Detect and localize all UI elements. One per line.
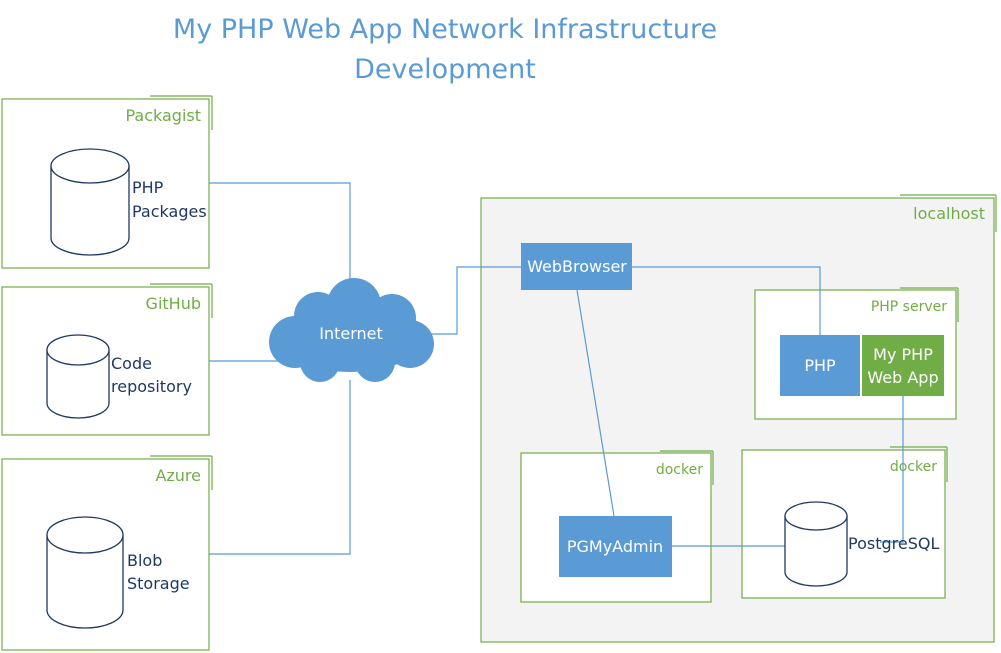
pgmyadmin-label: PGMyAdmin [567, 537, 663, 556]
localhost-label: localhost [913, 204, 985, 223]
web-app-node: My PHP Web App [862, 335, 944, 396]
connector-azure-internet [209, 380, 351, 555]
web-app-label-line2: Web App [867, 368, 938, 387]
pgmyadmin-node: PGMyAdmin [559, 516, 672, 577]
azure-store-line1: Blob [127, 551, 162, 570]
diagram-title-line1: My PHP Web App Network Infrastructure [173, 14, 717, 45]
packagist-store: PHP Packages [50, 148, 207, 256]
php-label: PHP [804, 356, 836, 375]
azure-store: Blob Storage [46, 516, 190, 629]
pgmyadmin-box [559, 516, 672, 577]
cloud-icon [269, 278, 434, 382]
docker-right-label: docker [890, 459, 937, 475]
packagist-label: Packagist [125, 106, 201, 125]
php-node: PHP [780, 335, 860, 396]
github-store-line1: Code [111, 354, 152, 373]
connector-internet-webbrowser [430, 266, 521, 335]
docker-left-label: docker [656, 462, 703, 478]
github-label: GitHub [146, 294, 201, 313]
github-store: Code repository [46, 334, 192, 419]
azure-store-line2: Storage [127, 574, 190, 593]
azure-label: Azure [155, 466, 201, 485]
web-app-label-line1: My PHP [873, 345, 933, 364]
webbrowser-node: WebBrowser [521, 243, 632, 290]
web-app-box [862, 335, 944, 396]
database-cylinder-icon [46, 516, 124, 629]
postgres-label: PostgreSQL [848, 534, 939, 553]
php-box [780, 335, 860, 396]
database-cylinder-icon [50, 148, 130, 256]
github-store-line2: repository [111, 377, 192, 396]
connectors [209, 182, 904, 555]
connector-app-postgres [880, 396, 904, 543]
packagist-store-line1: PHP [132, 178, 164, 197]
webbrowser-box [521, 243, 632, 290]
webbrowser-label: WebBrowser [527, 257, 627, 276]
internet-node: Internet [269, 278, 434, 382]
diagram-title-line2: Development [354, 54, 536, 85]
connector-packagist-internet [209, 182, 351, 300]
database-cylinder-icon [784, 501, 848, 587]
database-cylinder-icon [46, 334, 110, 419]
connector-webbrowser-pgmyadmin [576, 289, 615, 517]
php-server-label: PHP server [871, 299, 947, 315]
connector-webbrowser-php [632, 266, 821, 335]
postgres-node: PostgreSQL [784, 501, 939, 587]
packagist-store-line2: Packages [132, 202, 207, 221]
internet-label: Internet [319, 324, 383, 343]
